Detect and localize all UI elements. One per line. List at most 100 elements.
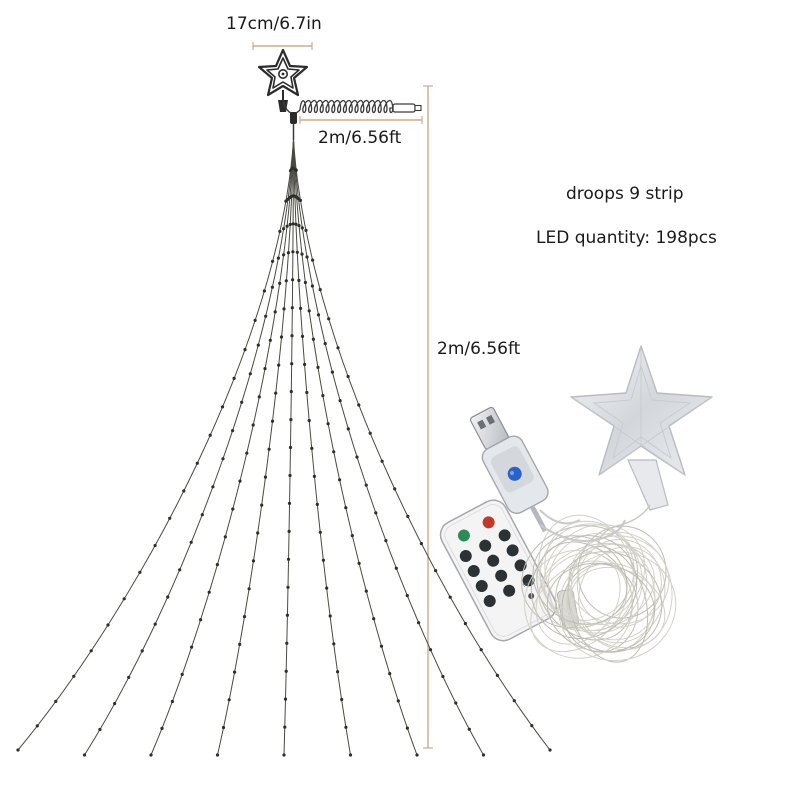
led-bulb [303,280,307,285]
wire-loop [538,542,655,632]
cable-length-dimension-line [299,116,423,124]
led-bulb [294,222,298,226]
led-bulb [122,597,126,601]
led-bulb [200,513,204,517]
led-bulb [82,753,87,757]
led-bulb [263,475,268,479]
led-bulb [190,645,194,649]
led-bulb [300,226,304,230]
led-bulb [291,250,295,254]
led-bulb [232,376,236,380]
led-quantity-label: LED quantity: 198pcs [536,228,717,248]
led-bulb [495,673,499,678]
led-bulb [295,250,299,254]
led-bulb [284,279,288,283]
led-bulb [316,313,321,317]
led-bulb [479,648,483,652]
led-bulb [374,511,378,515]
led-bulb [348,753,353,757]
led-bulb [180,672,184,677]
led-bulb [262,289,266,293]
led-bulb [405,594,409,598]
led-bulb [332,450,336,454]
wire-loop [546,562,656,653]
led-bulb [305,255,309,259]
remote-mode-button [459,550,472,563]
led-bulb [297,278,301,282]
led-bulb [238,479,242,483]
led-bulb [189,540,193,544]
star-width-dimension-line [252,42,313,50]
led-bulb [153,622,157,626]
led-bulb [419,542,423,546]
led-bulb [243,348,247,352]
led-bulb [283,697,288,701]
led-bulb [332,642,336,646]
led-bulb [208,433,212,437]
wire-loop [532,535,628,625]
wire-loop [544,520,643,626]
led-bulb [268,338,272,342]
led-bulb [168,516,172,520]
led-bulb [277,363,281,367]
led-bulb [271,259,275,263]
led-bulb [368,431,372,435]
light-strand [293,139,484,756]
led-bulb [285,641,289,645]
light-strand [17,139,294,751]
led-bulb [311,258,315,262]
led-bulb [153,543,157,548]
led-bulb [113,702,117,706]
led-bulb [316,365,320,369]
led-bulb [287,501,292,505]
led-bulb [195,461,199,465]
led-bulb [251,559,256,563]
led-bulb [256,531,260,535]
led-bulb [291,278,295,282]
led-bulb [311,337,315,341]
led-bulb [138,570,142,574]
led-bulb [388,672,392,676]
led-bulb [285,613,289,617]
led-bulb [405,726,409,730]
led-bulb [227,698,231,702]
led-bulb [286,557,291,561]
droops-spec-label: droops 9 strip [566,184,684,204]
led-bulb [350,534,354,538]
led-bulb [548,748,552,752]
led-bulb [286,585,290,589]
led-bulb [166,595,170,599]
light-strand [293,139,351,756]
remote-printed-text: Tmr [521,579,534,590]
led-bulb [305,390,309,395]
led-bulb [299,306,303,310]
led-bulb [481,753,486,757]
led-bulb [310,446,314,450]
light-strands [16,139,552,757]
led-bulb [346,374,350,379]
led-bulb [273,310,277,314]
led-bulb [344,725,348,729]
led-bulb [140,649,144,653]
led-bulb [288,473,292,478]
led-bulb [284,669,288,673]
led-bulb [72,674,76,678]
led-bulb [304,228,308,232]
led-bulb [340,697,344,702]
led-bulb [372,617,376,621]
led-bulb [282,227,286,231]
wire-loop [557,551,677,662]
led-bulb [270,419,275,423]
led-bulb [321,394,325,398]
led-bulb [318,288,322,292]
star-topper-outline [257,48,309,112]
led-bulb [338,478,342,482]
led-bulb [406,514,410,519]
led-bulb [357,403,361,407]
led-bulb [278,281,282,285]
led-bulb [211,485,215,489]
wire-loop [577,525,667,619]
led-bulb [89,649,93,653]
